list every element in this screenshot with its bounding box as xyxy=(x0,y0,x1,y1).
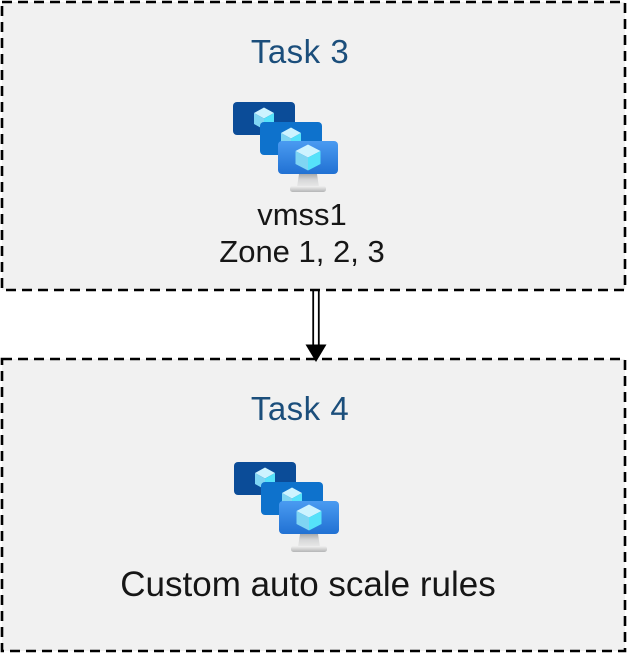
zones-label: Zone 1, 2, 3 xyxy=(219,234,385,269)
task3-caption: vmss1 Zone 1, 2, 3 xyxy=(0,196,604,270)
task4-caption: Custom auto scale rules xyxy=(0,565,616,605)
vm-scale-sets-icon xyxy=(234,462,339,552)
vm-scale-sets-icon xyxy=(233,102,338,192)
task3-to-task4-arrow xyxy=(305,290,327,362)
vmss-name-label: vmss1 xyxy=(257,197,347,232)
autoscale-rules-label: Custom auto scale rules xyxy=(120,565,496,604)
task4-box-title: Task 4 xyxy=(250,390,350,427)
task3-box-title: Task 3 xyxy=(250,33,350,70)
arrowhead-down-icon xyxy=(305,344,327,362)
